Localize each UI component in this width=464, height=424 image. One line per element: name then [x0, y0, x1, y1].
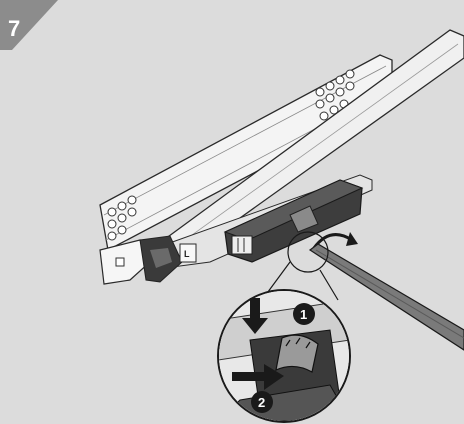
callout-1-label: 1 — [300, 307, 307, 322]
callout-2-label: 2 — [258, 395, 265, 410]
step-badge: 7 — [0, 0, 58, 50]
side-letter: L — [184, 249, 190, 259]
step-number: 7 — [8, 16, 20, 41]
mounting-holes-right — [315, 69, 355, 121]
slide-arrow-icon — [232, 364, 284, 390]
push-arrow-icon — [242, 298, 268, 334]
magnifier-connector — [261, 231, 339, 301]
callout-1: 1 — [293, 303, 315, 325]
magnifier-circle: 1 2 — [217, 289, 351, 423]
screwdriver-icon — [308, 243, 464, 351]
mounting-holes-left — [107, 195, 137, 241]
front-bracket: L — [99, 235, 197, 285]
locking-device — [223, 179, 364, 263]
callout-2: 2 — [251, 391, 273, 413]
